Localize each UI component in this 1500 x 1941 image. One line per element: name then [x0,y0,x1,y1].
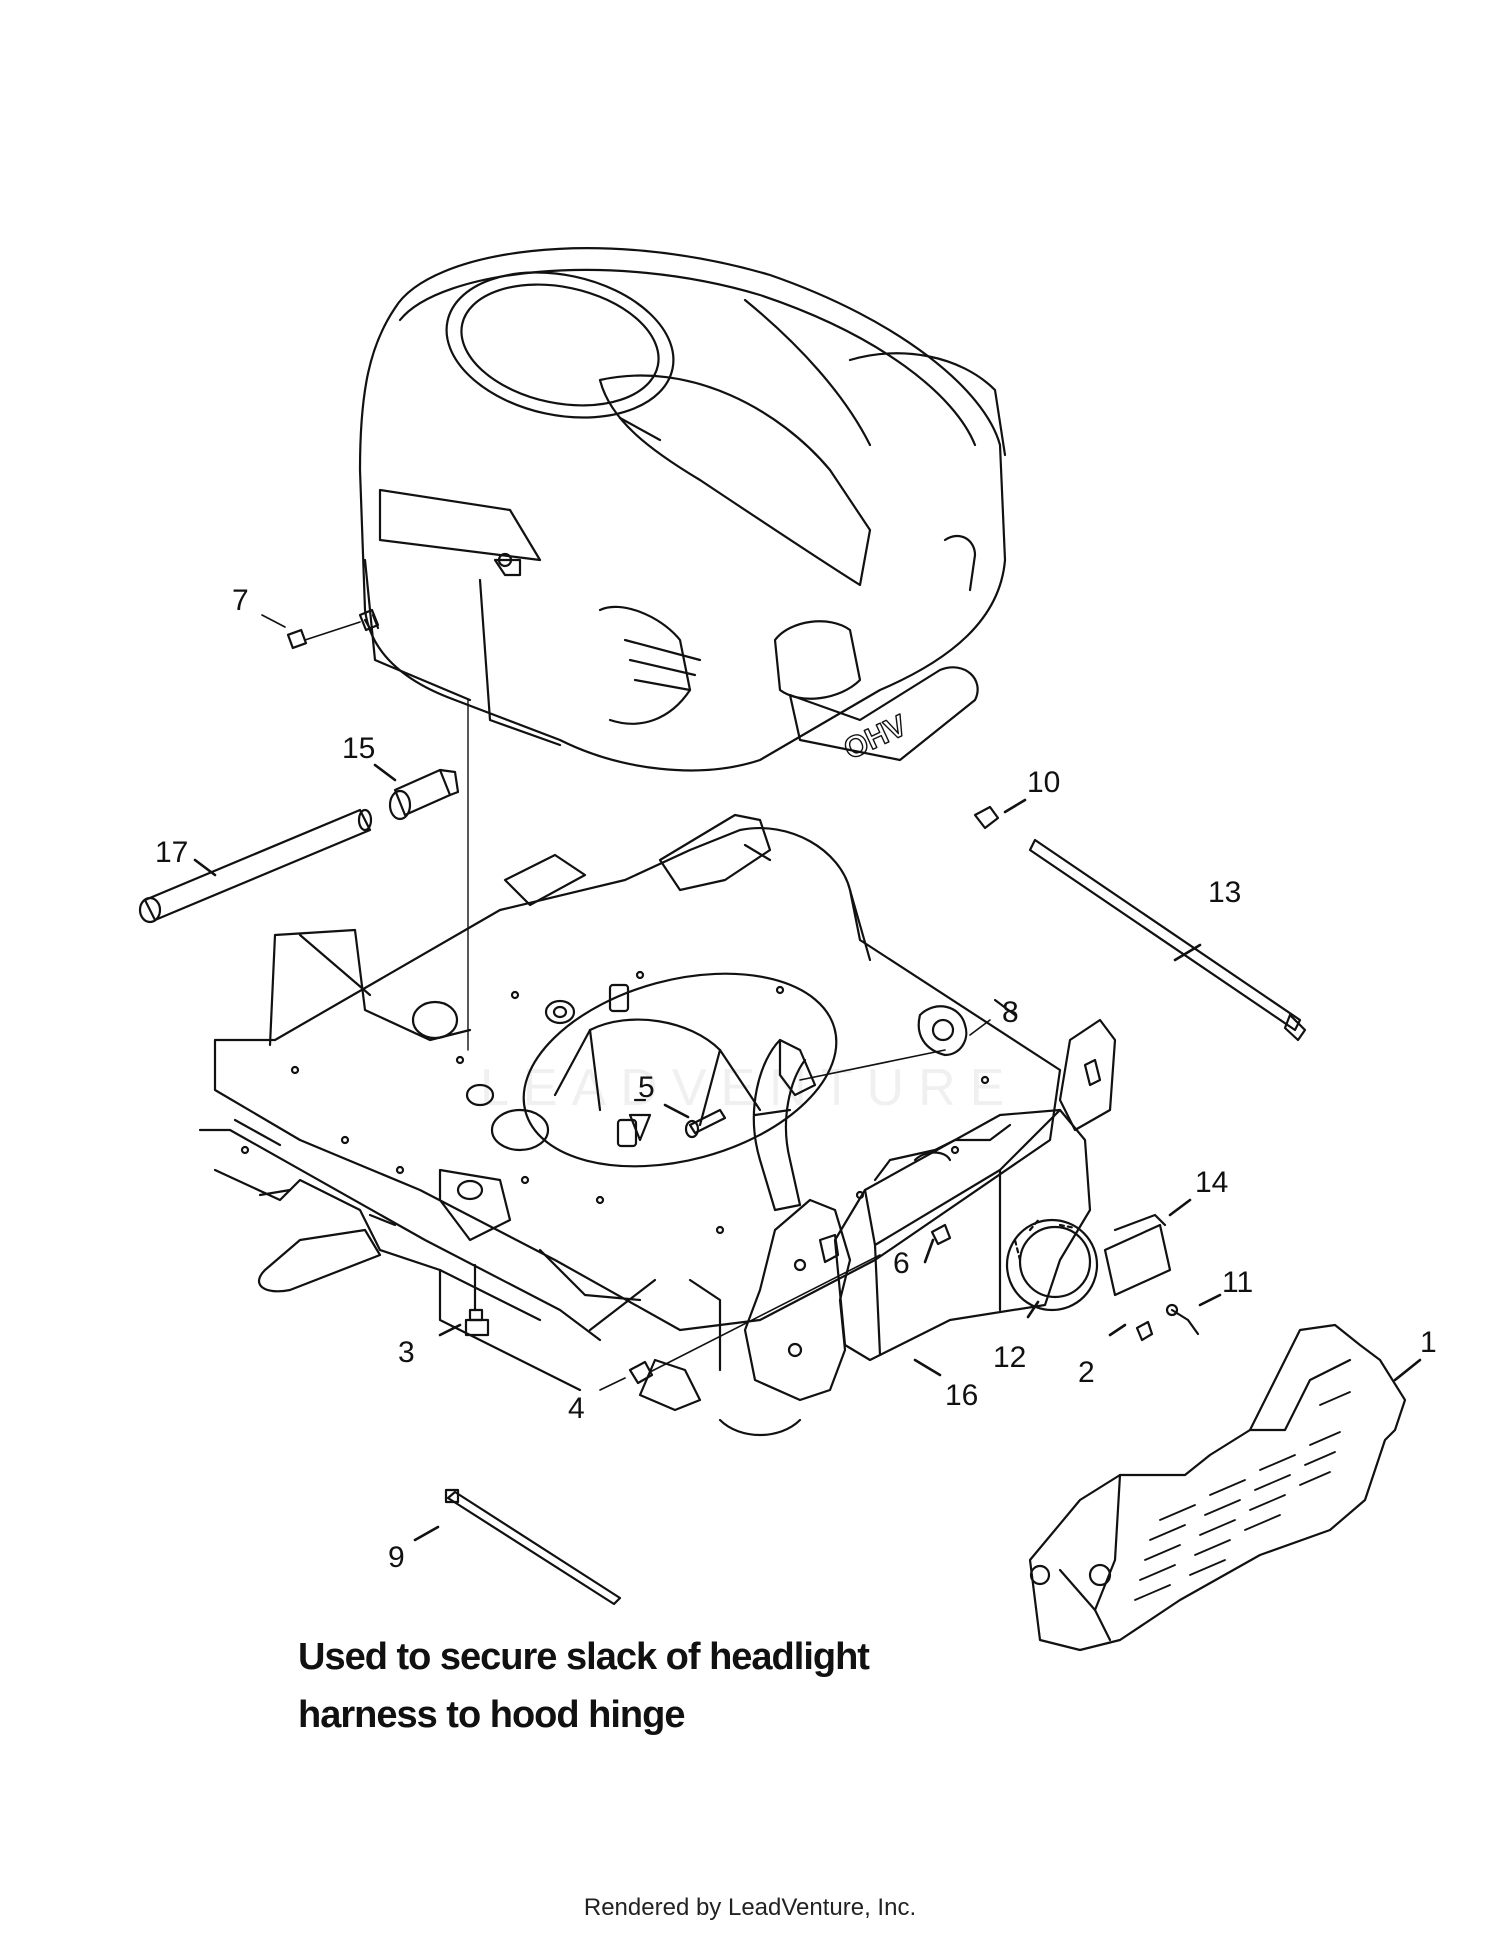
callout-1: 1 [1420,1326,1437,1359]
part-9-cable-tie [444,1488,622,1606]
callout-2: 2 [1078,1356,1095,1389]
muffler-bracket-right [1058,1018,1117,1132]
callout-16: 16 [945,1379,978,1412]
part-2-screw [1135,1320,1154,1342]
part-10-nut [973,805,1000,830]
part-15-adapter [388,768,460,821]
part-6-nut [930,1223,952,1246]
muffler [833,1108,1099,1362]
callout-7: 7 [232,584,249,617]
part-17-tube [138,808,373,924]
callout-9: 9 [388,1541,405,1574]
callout-4: 4 [568,1392,585,1425]
note-line-2: harness to hood hinge [298,1694,685,1736]
callout-11: 11 [1222,1266,1253,1299]
footer-credit: Rendered by LeadVenture, Inc. [583,1894,917,1921]
part-8-gasket [778,1005,968,1097]
leader-lines [193,614,1422,1542]
watermark-text: LEADVENTURE [480,1059,1019,1117]
part-4-bolt [628,1360,654,1385]
callout-10: 10 [1027,766,1060,799]
callout-17: 17 [155,836,188,869]
note-line-1: Used to secure slack of headlight [298,1636,870,1678]
callout-labels: 1 2 3 4 5 6 7 8 9 10 11 12 13 14 15 16 1… [155,584,1437,1574]
spark-arrestor-cap [1103,1213,1172,1297]
callout-14: 14 [1195,1166,1228,1199]
part-7-nut [286,608,380,650]
callout-5: 5 [638,1071,655,1104]
part-1-heat-shield [1028,1323,1407,1652]
part-5-bolt [684,1108,727,1139]
callout-3: 3 [398,1336,415,1369]
part-3-bolt [464,1263,490,1337]
callout-12: 12 [993,1341,1026,1374]
cable-tie-note: Used to secure slack of headlight harnes… [298,1628,870,1744]
callout-6: 6 [893,1247,910,1280]
callout-15: 15 [342,732,375,765]
part-11-pin [1165,1303,1200,1336]
callout-8: 8 [1002,996,1019,1029]
part-13-rod [1028,838,1307,1042]
engine-assembly: OHV [358,247,1007,772]
tractor-frame [198,813,1062,1437]
muffler-bracket-left [743,1198,852,1402]
callout-13: 13 [1208,876,1241,909]
